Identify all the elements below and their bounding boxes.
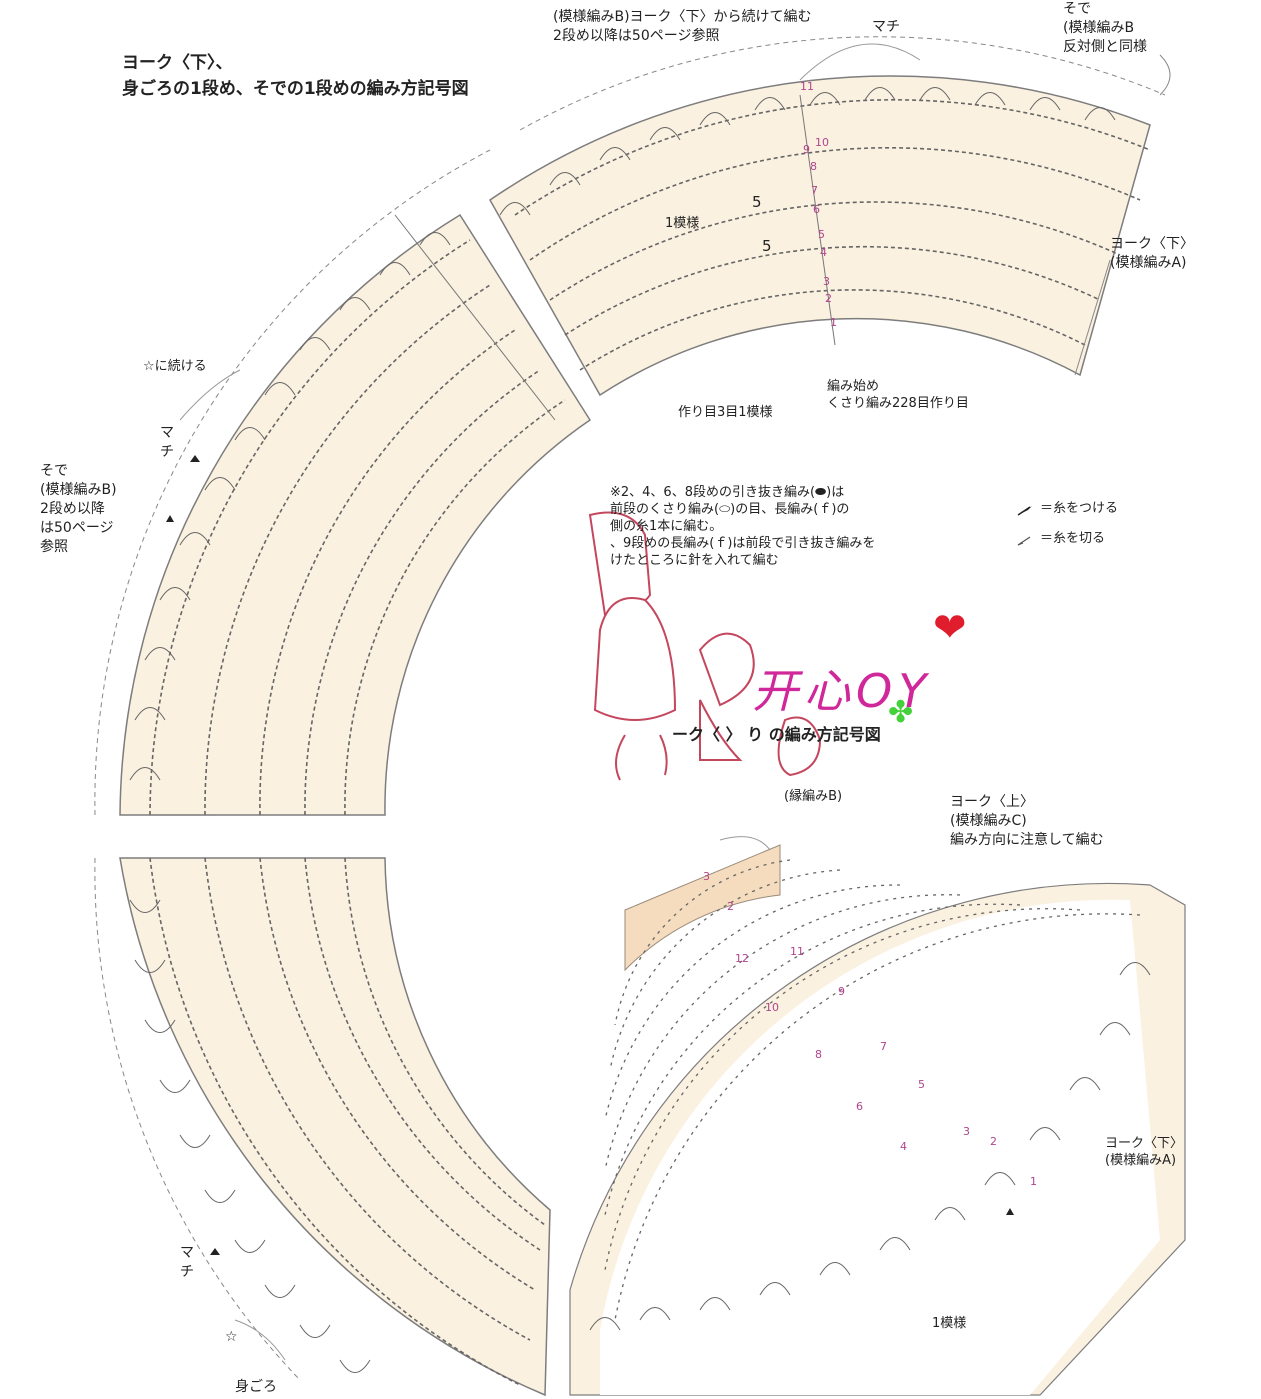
one-pattern-top-label: 1模様 (665, 216, 700, 231)
row-number-bottom: 1 (1030, 1175, 1037, 1188)
yoke-upper-fan (569, 844, 1186, 1396)
shell-scallops-lower (129, 899, 371, 1373)
sleeve-outline-upper (94, 36, 1166, 816)
row-number-top: 10 (815, 136, 829, 149)
row-number-bottom: 7 (880, 1040, 887, 1053)
count-five-a: 5 (752, 193, 762, 211)
top-right-sode-label: そで (模様編みB 反対側と同様 (1063, 1, 1147, 55)
row-number-bottom: 9 (838, 985, 845, 998)
yoke-lower-a-bottom-label: ヨーク〈下〉 (模様編みA) (1105, 1136, 1184, 1168)
row-number-top: 8 (810, 160, 817, 173)
legend-symbols (1017, 506, 1032, 546)
machi-bottom-label: マ チ (180, 1245, 194, 1280)
row-number-top: 11 (800, 80, 814, 93)
continue-star-label: ☆に続ける (143, 359, 207, 374)
row-rings-lower (149, 857, 546, 1386)
one-pattern-bottom-label: 1模様 (932, 1316, 967, 1331)
yoke-upper-rings (604, 859, 1141, 1321)
bracket-arcs (179, 43, 921, 1361)
row-number-top: 5 (818, 228, 825, 241)
row-number-bottom: 3 (963, 1125, 970, 1138)
main-title: ヨーク〈下〉、 身ごろの1段め、そでの1段めの編み方記号図 (122, 53, 469, 99)
star-bottom-icon: ☆ (225, 1329, 238, 1345)
row-number-top: 1 (830, 316, 837, 329)
start-note: 編み始め くさり編み228目作り目 (827, 379, 969, 411)
row-number-top: 3 (823, 275, 830, 288)
stitch-notes: ※2、4、6、8段めの引き抜き編み(⬬)は 前段のくさり編み(⬭)の目、長編み(… (610, 485, 876, 568)
count-five-b: 5 (762, 237, 772, 255)
top-right-sleeve-outline (1074, 54, 1171, 376)
row-number-bottom: 12 (735, 952, 749, 965)
row-rings-upper (149, 99, 1151, 816)
clover-icon: ✤ (888, 695, 914, 730)
row-number-top: 6 (813, 203, 820, 216)
shell-scallops-fan (589, 962, 1151, 1331)
row-number-bottom: 10 (765, 1001, 779, 1014)
legend-attach-label: ＝糸をつける (1040, 501, 1119, 516)
yoke-lower-a-top-label: ヨーク〈下〉 (模様編みA) (1110, 236, 1194, 271)
row-number-bottom: 6 (856, 1100, 863, 1113)
row-number-top: 2 (825, 292, 832, 305)
yoke-upper-label: ヨーク〈上〉 (模様編みC) 編み方向に注意して編む (950, 794, 1104, 848)
row-number-bottom: 8 (815, 1048, 822, 1061)
migoro-label: 身ごろ (235, 1379, 277, 1395)
row-number-top: 9 (803, 143, 810, 156)
legend-cut-label: ＝糸を切る (1040, 531, 1106, 546)
watermark-figure (588, 511, 822, 781)
edge-b-label: (縁編みB) (784, 789, 843, 804)
heart-icon: ❤ (933, 605, 967, 651)
row-number-top: 4 (820, 246, 827, 259)
row-number-bottom: 5 (918, 1078, 925, 1091)
sode-left-label: そで (模様編みB) 2段め以降 は50ページ 参照 (40, 463, 117, 555)
row-number-bottom: 2 (727, 900, 734, 913)
row-number-bottom: 4 (900, 1140, 907, 1153)
top-center-note: (模様編みB)ヨーク〈下〉から続けて編む 2段め以降は50ページ参照 (553, 9, 812, 44)
machi-markers (166, 455, 1014, 1255)
chain-note: 作り目3目1模様 (678, 405, 773, 420)
sleeve-outline-lower (94, 857, 301, 1381)
row-number-top: 7 (811, 184, 818, 197)
machi-top-label: マチ (872, 19, 900, 35)
radial-dividers-upper (150, 94, 836, 816)
machi-left-label: マ チ (160, 425, 174, 460)
row-number-bottom: 3 (703, 870, 710, 883)
row-number-bottom: 11 (790, 945, 804, 958)
shell-scallops-upper (129, 87, 1116, 781)
watermark-text: 开心OY (752, 664, 933, 718)
row-number-bottom: 2 (990, 1135, 997, 1148)
upper-chart-title: ーク〈 〉 り の編み方記号図 (672, 725, 881, 744)
